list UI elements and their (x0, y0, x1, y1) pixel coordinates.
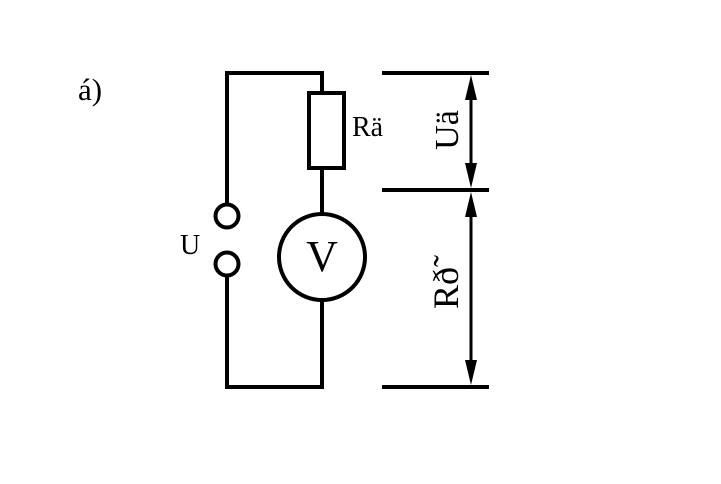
source-terminal-bottom (213, 250, 241, 278)
resistor-label: Rä (352, 112, 384, 143)
figure-label: á) (78, 72, 102, 107)
resistor (307, 91, 346, 170)
lower-dimension-arrow (465, 192, 477, 385)
circuit-wires (225, 71, 324, 389)
wire-bottom (225, 275, 324, 389)
upper-arrow-head-down (465, 163, 477, 188)
lower-arrow-head-up (465, 192, 477, 217)
lower-dimension-label: Rð̃ (426, 255, 466, 309)
source-terminals (213, 202, 241, 278)
voltmeter-label: V (306, 232, 338, 281)
upper-dimension-arrow (465, 75, 477, 188)
wire-top (225, 71, 324, 205)
upper-arrow-head-up (465, 75, 477, 100)
upper-dimension-label: Uä (429, 110, 466, 150)
dimension-lines (382, 71, 489, 389)
source-terminal-top (213, 202, 241, 230)
lower-arrow-head-down (465, 360, 477, 385)
source-label: U (180, 230, 200, 261)
voltmeter (277, 212, 367, 302)
